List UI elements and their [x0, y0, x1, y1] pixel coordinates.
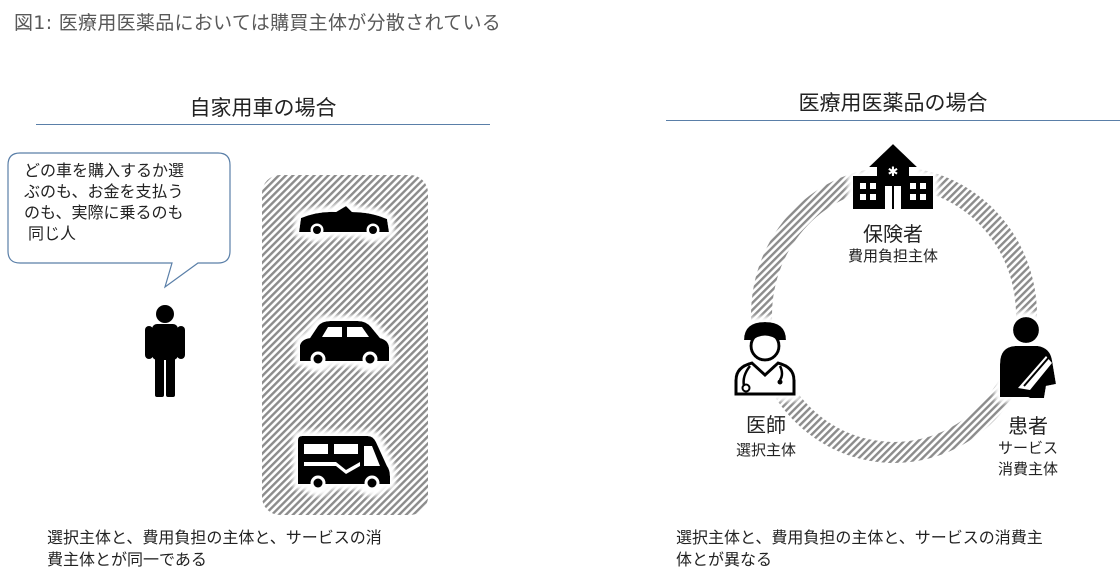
caption-line: 費主体とが同一である	[47, 550, 207, 569]
speech-bubble	[7, 152, 231, 289]
left-caption: 選択主体と、費用負担の主体と、サービスの消 費主体とが同一である	[47, 527, 382, 571]
person-icon	[145, 305, 185, 397]
left-heading-rule	[36, 124, 490, 125]
patient-role: サービス 消費主体	[968, 438, 1088, 480]
patient-icon	[1000, 317, 1056, 398]
doctor-name: 医師	[746, 413, 786, 437]
patient-name: 患者	[1008, 414, 1048, 438]
caption-line: 選択主体と、費用負担の主体と、サービスの消	[47, 528, 382, 547]
caption-line: 選択主体と、費用負担の主体と、サービスの消費主	[676, 528, 1043, 547]
right-caption: 選択主体と、費用負担の主体と、サービスの消費主 体とが異なる	[676, 527, 1043, 571]
doctor-icon	[734, 322, 796, 396]
speech-line: ぶのも、お金を支払う	[24, 182, 184, 201]
speech-line: 同じ人	[28, 224, 77, 243]
patient-role-line: 消費主体	[997, 460, 1058, 478]
left-heading: 自家用車の場合	[189, 96, 337, 120]
camper-van-icon	[298, 436, 390, 491]
right-heading-rule	[666, 120, 1120, 121]
speech-line: どの車を購入するか選	[24, 161, 185, 180]
patient-role-line: サービス	[997, 439, 1058, 457]
figure-title: 図1: 医療用医薬品においては購買主体が分散されている	[14, 12, 502, 34]
speech-text: どの車を購入するか選 ぶのも、お金を支払う のも、実際に乗るのも 同じ人	[24, 160, 224, 244]
hospital-icon: ✱	[853, 144, 933, 209]
right-heading: 医療用医薬品の場合	[798, 91, 988, 115]
speech-line: のも、実際に乗るのも	[24, 203, 184, 222]
svg-text:✱: ✱	[888, 165, 899, 180]
doctor-role: 選択主体	[735, 441, 796, 459]
sports-car-icon	[299, 206, 389, 237]
caption-line: 体とが異なる	[676, 550, 773, 569]
insurer-name: 保険者	[863, 222, 923, 246]
insurer-role: 費用負担主体	[847, 247, 938, 265]
sedan-car-icon	[300, 321, 389, 367]
